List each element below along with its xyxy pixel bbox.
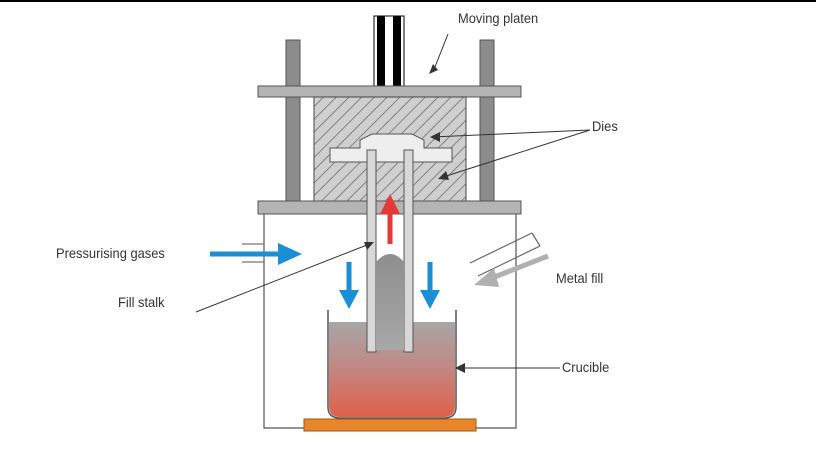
heater-plate: [303, 418, 477, 432]
crucible-wall: [327, 310, 457, 419]
moving-platen-label: Moving platen: [458, 10, 539, 26]
fill-stalk-leader-head: [364, 242, 374, 250]
fill-stalk-right-wall: [403, 149, 414, 353]
dies-leader-2: [439, 129, 591, 179]
metal-rise-arrow-head: [380, 194, 400, 214]
dies-leader-1: [431, 129, 591, 138]
metal-fill-arrow-head: [474, 268, 499, 287]
ram-rod-stripe-right: [393, 16, 401, 86]
crucible-label: Crucible: [562, 359, 610, 375]
ram-rod-stripe-left: [377, 16, 385, 86]
moving-platen: [257, 85, 522, 98]
metal-fill-chute-bottom: [477, 245, 541, 277]
right-column: [479, 39, 495, 204]
metal-fill-label: Metal fill: [556, 270, 604, 286]
fill-stalk-left-wall: [366, 149, 377, 353]
metal-fill-chute-cap: [531, 232, 541, 247]
metal-fill-chute-top: [469, 232, 533, 264]
dies-leader-1-head: [430, 132, 440, 142]
crucible-leader-head: [455, 363, 465, 373]
pressure-arrow-left-head: [339, 290, 359, 309]
fill-stalk-leader: [195, 242, 373, 313]
fill-stalk-label: Fill stalk: [118, 294, 165, 310]
metal-in-stalk: [376, 254, 404, 350]
pressurising-gases-label: Pressurising gases: [56, 245, 165, 261]
dies-leader-2-head: [438, 171, 449, 180]
moving-platen-leader: [432, 33, 449, 73]
metal-fill-arrow-shaft: [491, 253, 549, 281]
left-column: [285, 39, 301, 204]
moving-platen-leader-head: [429, 64, 438, 74]
molten-metal: [329, 322, 455, 417]
gas-arrow-head: [278, 243, 302, 265]
dies-label: Dies: [592, 118, 618, 134]
pressure-arrow-right-head: [420, 290, 440, 309]
